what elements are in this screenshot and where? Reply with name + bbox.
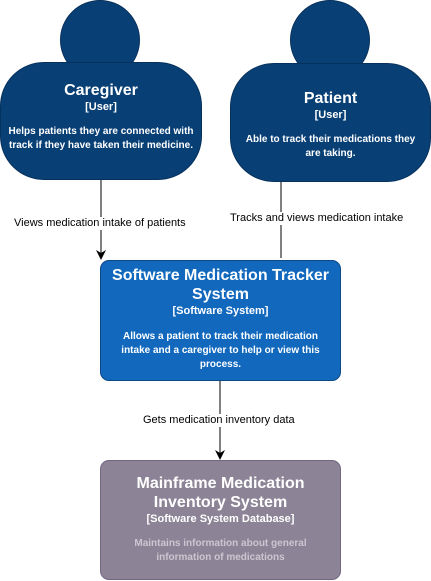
caregiver-title: Caregiver [64, 82, 138, 99]
tracker-stereotype: [Software System] [172, 305, 269, 317]
patient-body [230, 63, 431, 182]
edge-label-inventory: Gets medication inventory data [143, 414, 295, 427]
caregiver-text: Caregiver [User] Helps patients they are… [4, 81, 198, 153]
edge-label-caregiver: Views medication intake of patients [14, 217, 186, 230]
tracker-title: Software Medication Tracker System [112, 267, 329, 303]
patient-stereotype: [User] [314, 109, 347, 121]
edge-label-patient: Tracks and views medication intake [230, 212, 404, 225]
caregiver-stereotype: [User] [85, 101, 117, 113]
caregiver-description: Helps patients they are connected with t… [8, 126, 194, 151]
caregiver-body [0, 62, 202, 180]
inventory-description: Maintains information about general info… [134, 538, 307, 563]
tracker-description: Allows a patient to track their medicati… [121, 331, 320, 370]
patient-text: Patient [User] Able to track their medic… [234, 89, 427, 161]
inventory-stereotype: [Software System Database] [146, 513, 295, 525]
caregiver-person[interactable]: Caregiver [User] Helps patients they are… [0, 0, 202, 182]
inventory-system-box[interactable]: Mainframe Medication Inventory System [S… [100, 460, 341, 580]
patient-title: Patient [303, 90, 358, 107]
patient-description: Able to track their medications they are… [245, 134, 416, 159]
tracker-system-box[interactable]: Software Medication Tracker System [Soft… [100, 260, 341, 381]
patient-person[interactable]: Patient [User] Able to track their medic… [230, 0, 431, 184]
inventory-title: Mainframe Medication Inventory System [136, 475, 305, 511]
